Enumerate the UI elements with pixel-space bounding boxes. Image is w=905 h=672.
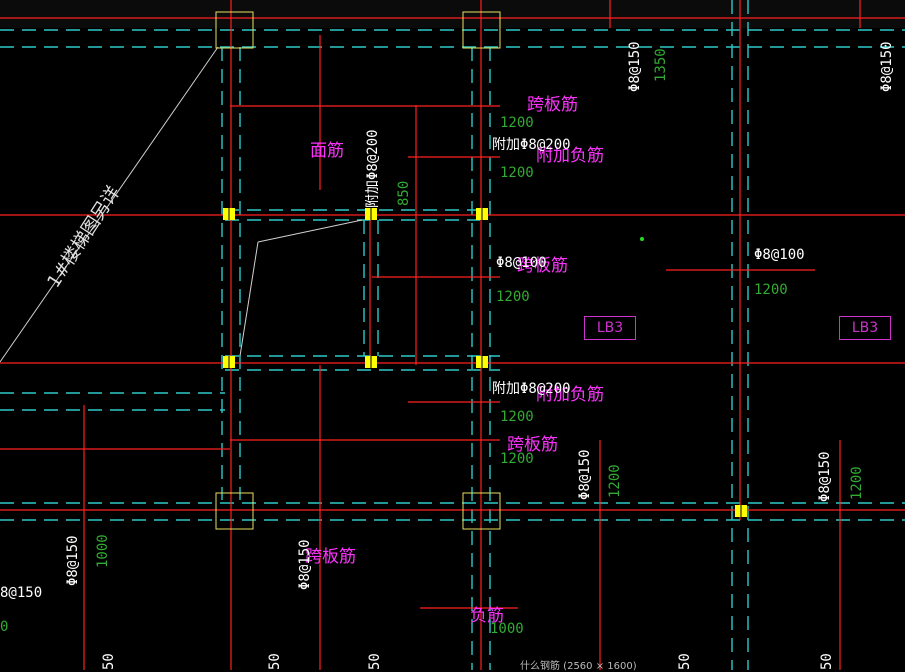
rebar-fujia-v-1: 附加Φ8@200 [365, 129, 381, 208]
label-kuaban-1: 跨板筋 [527, 95, 578, 115]
axis-lines-vertical [221, 0, 749, 670]
dim-1200-g: 1200 [607, 464, 623, 498]
dim-50-d: 50 [677, 653, 693, 670]
dim-50-a: 50 [101, 653, 117, 670]
dim-1200-h: 1200 [849, 466, 865, 500]
dim-850: 850 [396, 180, 412, 206]
column-marker-inner [228, 208, 742, 517]
top-strip [0, 0, 905, 28]
dim-50-e: 50 [819, 653, 835, 670]
rebar-phi8-100-a: Φ8@100 [496, 255, 547, 271]
dim-1350: 1350 [653, 48, 669, 82]
rebar-fujia-h-2: 附加Φ8@200 [492, 381, 571, 397]
stair-void [0, 46, 363, 363]
cursor-point [640, 237, 644, 241]
dim-50-b: 50 [267, 653, 283, 670]
rebar-phi8-100-b: Φ8@100 [754, 247, 805, 263]
rebar-phi8-150-bm: Φ8@150 [297, 539, 313, 590]
dim-1200-b: 1200 [500, 165, 534, 181]
rebar-phi8-150-m2: Φ8@150 [817, 451, 833, 502]
image-caption: 什么钢筋 (2560 × 1600) [520, 661, 637, 672]
slab-tag-lb3-b: LB3 [839, 316, 891, 340]
dim-0: 0 [0, 619, 9, 635]
dim-1200-d: 1200 [754, 282, 788, 298]
slab-tag-lb3-a: LB3 [584, 316, 636, 340]
dim-1200-e: 1200 [500, 409, 534, 425]
dim-1200-f: 1200 [500, 451, 534, 467]
label-mianjin: 面筋 [310, 141, 344, 161]
label-kuaban-2: 跨板筋 [517, 256, 568, 276]
rebar-phi8-150-tr: Φ8@150 [879, 41, 895, 92]
dim-1200-c: 1200 [496, 289, 530, 305]
rebar-phi8-150-bl: Φ8@150 [65, 535, 81, 586]
label-fujia-2: 附加负筋 [536, 385, 604, 405]
rebar-phi8-150-m1: Φ8@150 [577, 449, 593, 500]
rebar-phi8-150-left: 8@150 [0, 585, 43, 601]
dim-1000-a: 1000 [95, 534, 111, 568]
label-kuaban-4: 跨板筋 [305, 547, 356, 567]
dim-1200-a: 1200 [500, 115, 534, 131]
axis-lines-horizontal [0, 29, 905, 521]
label-fujia-1: 附加负筋 [536, 146, 604, 166]
dim-1000-b: 1000 [490, 621, 524, 637]
label-kuaban-3: 跨板筋 [507, 435, 558, 455]
dim-50-c: 50 [367, 653, 383, 670]
rebar-phi8-150-top: Φ8@150 [627, 41, 643, 92]
label-fujin: 负筋 [470, 606, 504, 626]
columns-large [215, 11, 501, 530]
rebar-fujia-h-1: 附加Φ8@200 [492, 137, 571, 153]
